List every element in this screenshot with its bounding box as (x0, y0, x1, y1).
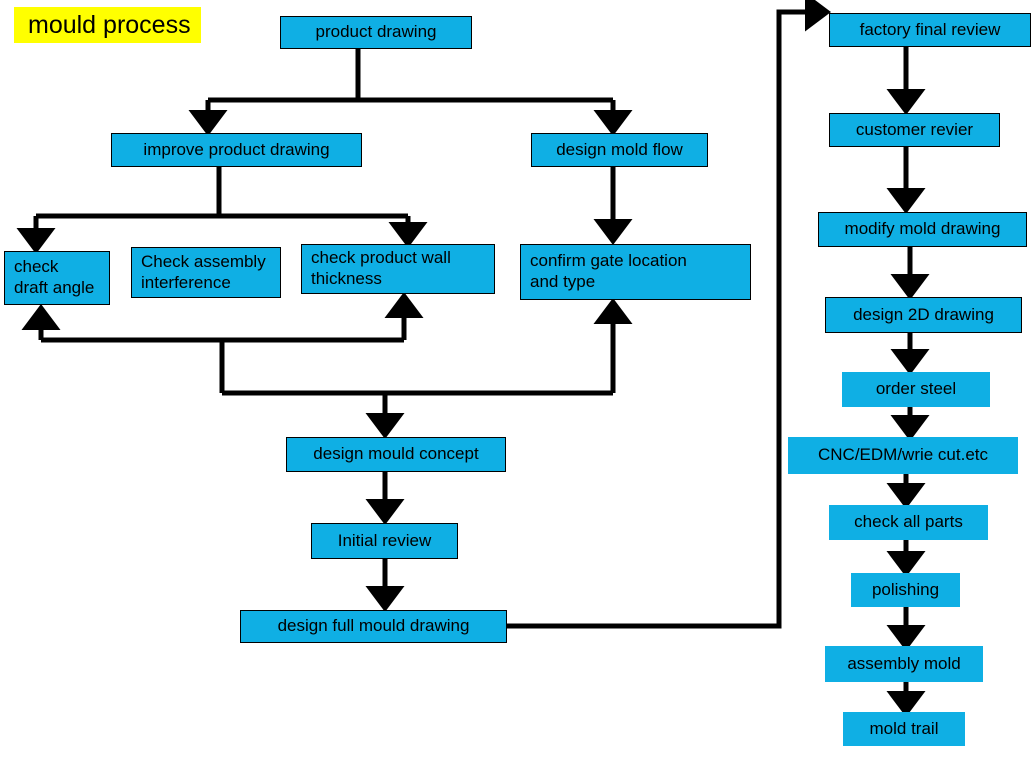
node-improve-product-drawing[interactable]: improve product drawing (111, 133, 362, 167)
node-confirm-gate-location[interactable]: confirm gate location and type (520, 244, 751, 300)
node-initial-review[interactable]: Initial review (311, 523, 458, 559)
node-product-drawing[interactable]: product drawing (280, 16, 472, 49)
node-polishing[interactable]: polishing (851, 573, 960, 607)
node-assembly-mold[interactable]: assembly mold (825, 646, 983, 682)
node-design-2d-drawing[interactable]: design 2D drawing (825, 297, 1022, 333)
node-check-draft-angle[interactable]: check draft angle (4, 251, 110, 305)
node-mold-trail[interactable]: mold trail (843, 712, 965, 746)
node-design-mould-concept[interactable]: design mould concept (286, 437, 506, 472)
edge-full-drawing-to-factory-review (507, 0, 831, 629)
node-order-steel[interactable]: order steel (842, 372, 990, 407)
node-design-mold-flow[interactable]: design mold flow (531, 133, 708, 167)
node-check-assembly-interference[interactable]: Check assembly interference (131, 247, 281, 298)
node-factory-final-review[interactable]: factory final review (829, 13, 1031, 47)
node-design-full-mould-drawing[interactable]: design full mould drawing (240, 610, 507, 643)
node-cnc-edm-wire-cut[interactable]: CNC/EDM/wrie cut.etc (788, 437, 1018, 474)
node-modify-mold-drawing[interactable]: modify mold drawing (818, 212, 1027, 247)
node-check-product-wall-thickness[interactable]: check product wall thickness (301, 244, 495, 294)
diagram-title-badge: mould process (14, 7, 201, 43)
node-customer-revier[interactable]: customer revier (829, 113, 1000, 147)
node-check-all-parts[interactable]: check all parts (829, 505, 988, 540)
